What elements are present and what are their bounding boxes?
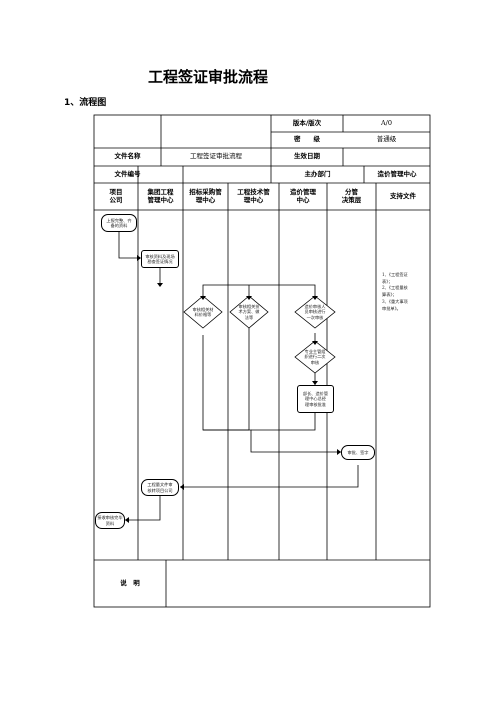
effective-date-value [343,148,430,166]
effective-date-label: 生效日期 [294,152,320,161]
version-label: 版本/版次 [292,118,322,127]
column-header-cost-center: 造价管理 中心 [290,187,316,204]
node-approve-sign: 审批、签字 [341,445,375,460]
node-review-site-visa: 审核资料及现场 勘查签证情况 [141,250,179,268]
section-heading: 1、流程图 [64,98,107,108]
node-review-technical-plans: 审核相关技 术方案、做 法等 [238,304,260,320]
file-number-label: 文件编号 [114,169,141,178]
page-title: 工程签证审批流程 [147,68,268,86]
column-header-engineering-center: 集团工程 管理中心 [147,187,174,204]
file-number-value [161,166,271,183]
column-header-decision-layer: 分管 决策层 [341,187,362,204]
secret-label: 密 级 [294,135,320,144]
support-doc-line: 2、《工程量核 [382,285,408,291]
support-doc-line: 审批单》。 [382,305,401,311]
node-transfer-to-project-company: 工程量文件审 核转项目公司 [141,479,179,496]
column-header-technology-center: 工程技术管 理中心 [237,187,270,204]
footer-label: 说 明 [120,578,140,587]
filename-value: 工程签证审批流程 [190,152,242,161]
support-doc-line: 1、《工程签证 [382,272,408,277]
node-receive-reviewed-materials: 接收审核完毕 资料 [95,512,125,529]
filename-label: 文件名称 [114,152,141,161]
support-docs-list: 1、《工程签证 表》； 2、《工程量核 算表》； 3、《重大事项 审批单》。 [382,272,408,312]
node-second-review: 专业主管组 织进行二次 审核 [304,349,326,365]
node-submit-materials: 上报完整、齐 备的资料 [101,214,137,232]
dept-value: 造价管理中心 [377,169,417,178]
dept-label: 主办部门 [304,169,331,178]
secret-value: 普通级 [376,135,397,144]
column-header-procurement-center: 招标采购管 理中心 [189,187,222,204]
version-value: A/0 [380,118,393,127]
support-doc-line: 3、《重大事项 [382,298,408,304]
footer-content [166,560,430,607]
support-doc-line: 表》； [382,278,393,284]
node-review-material-prices: 审核相关材 料价格等 [192,306,214,317]
node-director-approval: 部长、造价管 理中心总经 理审核批准 [297,385,334,413]
column-header-project-company: 项目 公司 [109,187,123,204]
column-header-support-docs: 支持文件 [390,191,416,200]
support-doc-line: 算表》； [382,292,397,298]
node-first-cost-review: 造价审核人 员审核进行 一次审核 [304,304,326,320]
